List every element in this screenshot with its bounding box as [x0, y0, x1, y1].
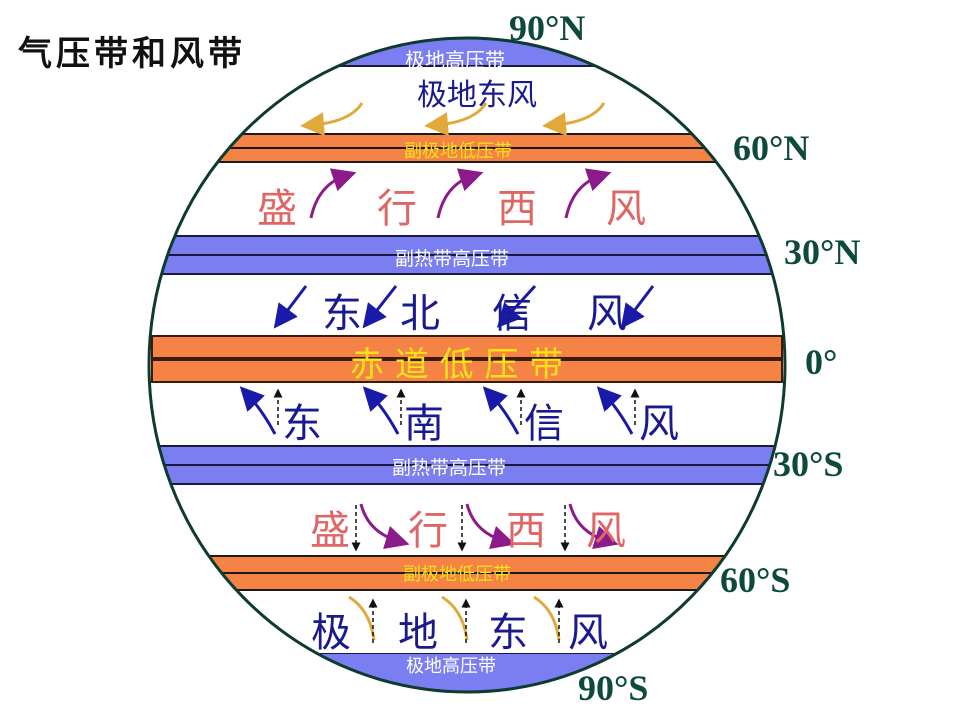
south-westerly-arrows [351, 503, 619, 552]
ne-trade-arrows [273, 284, 655, 329]
label-north-polar-high: 极地高压带 [405, 48, 505, 72]
label-south-subpolar-low: 副极地低压带 [403, 564, 511, 585]
globe-outline [147, 36, 787, 694]
south-westerlies-char: 行 [408, 508, 448, 554]
label-north-polar-easterlies: 极地东风 [417, 78, 537, 113]
south-westerlies-char: 西 [506, 508, 546, 554]
label-north-subpolar-low: 副极地低压带 [404, 141, 512, 162]
diagram-title: 气压带和风带 [18, 34, 246, 74]
south-subtropical-high-band [149, 445, 785, 485]
se-trade-arrows [239, 386, 640, 435]
label-south-polar-high: 极地高压带 [406, 656, 496, 677]
lat-30n: 30°N [784, 232, 861, 272]
ne-trades-char: 信 [492, 291, 532, 337]
north-westerlies-char: 行 [377, 186, 417, 232]
south-polar-easterly-arrows [348, 595, 564, 643]
south-polar-easterlies-char: 风 [568, 610, 608, 656]
north-polar-easterly-arrows [300, 102, 606, 137]
south-polar-easterlies-char: 东 [488, 610, 528, 656]
lat-30s: 30°S [773, 444, 844, 484]
ne-trades-char: 北 [400, 291, 440, 337]
lat-0: 0° [805, 342, 838, 382]
north-westerly-arrows [309, 168, 612, 219]
label-north-subtropical-high: 副热带高压带 [395, 248, 510, 270]
south-polar-easterlies-char: 地 [398, 610, 438, 656]
lat-60n: 60°N [733, 128, 810, 168]
label-south-subtropical-high: 副热带高压带 [392, 457, 507, 479]
se-trades-char: 南 [404, 401, 444, 447]
se-trades-char: 信 [524, 401, 564, 447]
lat-90s: 90°S [578, 668, 649, 708]
ne-trades-char: 风 [587, 291, 627, 337]
south-polar-easterlies-char: 极 [311, 610, 351, 656]
south-westerlies-char: 风 [586, 508, 626, 554]
label-equatorial-low: 赤 道 低 压 带 [350, 345, 564, 385]
se-trades-char: 风 [639, 401, 679, 447]
north-westerlies-char: 西 [497, 186, 537, 232]
north-subtropical-high-band [149, 235, 785, 275]
north-westerlies-char: 盛 [257, 186, 297, 232]
ne-trades-char: 东 [322, 291, 362, 337]
south-westerlies-char: 盛 [310, 508, 350, 554]
north-westerlies-char: 风 [606, 186, 646, 232]
se-trades-char: 东 [282, 401, 322, 447]
equatorial-low-band [151, 335, 783, 383]
lat-60s: 60°S [720, 560, 791, 600]
lat-90n: 90°N [509, 8, 586, 48]
